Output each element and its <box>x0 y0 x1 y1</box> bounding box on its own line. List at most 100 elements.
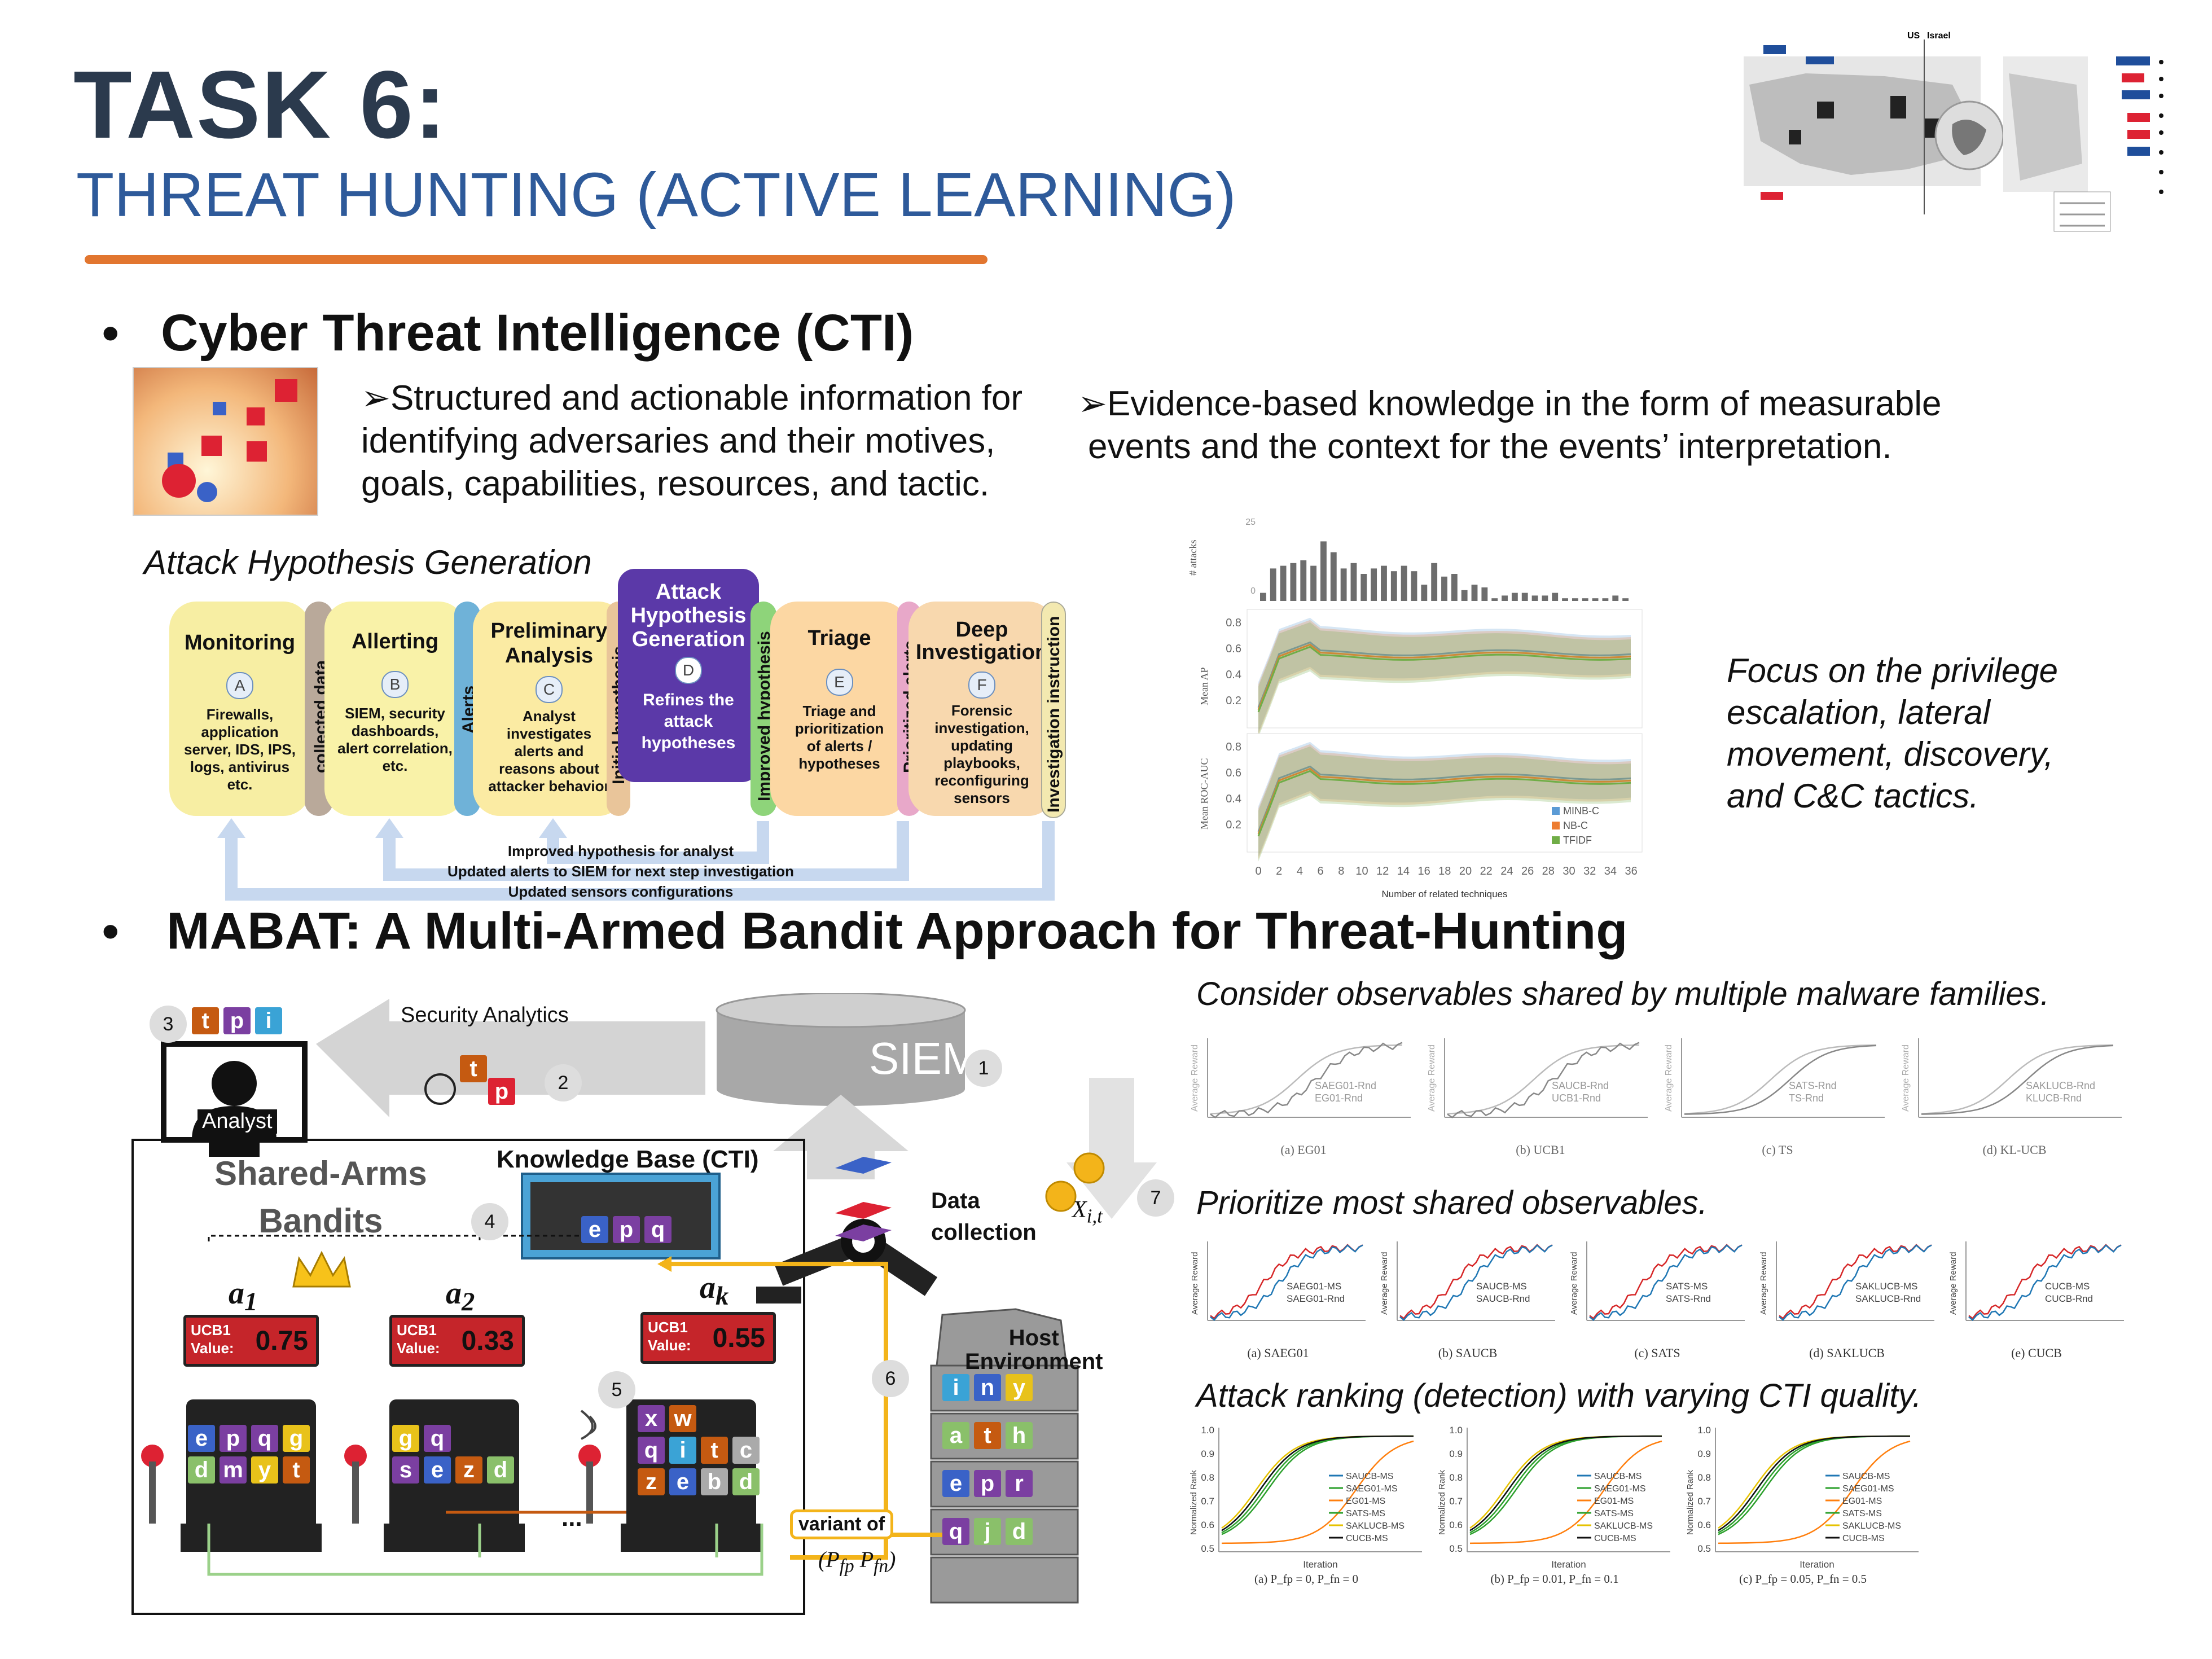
ap-chart-band <box>1258 620 1631 735</box>
attacks-bar <box>1390 571 1397 601</box>
focus-line-1: Focus on the privilege <box>1727 652 2058 690</box>
results-caption-1: Consider observables shared by multiple … <box>1196 976 2049 1012</box>
cti-point-1-line-2: identifying adversaries and their motive… <box>361 422 995 460</box>
attacks-bar <box>1441 576 1447 601</box>
observable-tile: i <box>669 1437 696 1464</box>
data-collection-line-1: Data <box>931 1188 980 1213</box>
row3-plot: 1.00.90.80.70.60.5SAUCB-MSSAEG01-MSEG01-… <box>1437 1425 1670 1586</box>
feedback-label-siem: Updated alerts to SIEM for next step inv… <box>447 863 794 880</box>
observable-tile: i <box>942 1374 969 1401</box>
stage-desc-line: dashboards, <box>351 722 439 739</box>
row2-legend: SAEG01-MS <box>1287 1281 1341 1292</box>
attacks-bar <box>1602 598 1609 601</box>
x-tick: 14 <box>1397 865 1410 877</box>
host-line-1: Host <box>1008 1326 1059 1350</box>
step-6-badge: 6 <box>872 1360 909 1397</box>
attacks-bar <box>1290 563 1297 601</box>
attacks-bar <box>1320 541 1327 601</box>
shared-arms-label: Shared-Arms Bandits <box>214 1150 427 1245</box>
shared-arms-line-2: Bandits <box>258 1202 383 1240</box>
stage-allerting-title: Allerting <box>351 630 439 653</box>
stage-letter-f: F <box>968 672 995 699</box>
observable-tile: p <box>613 1216 640 1243</box>
stage-preliminary-title: Preliminary Analysis <box>490 619 608 668</box>
row1-ylabel: Average Reward <box>1664 1044 1674 1112</box>
observable-tile: x <box>638 1405 665 1432</box>
row3-legend: SATS-MS <box>1842 1509 1882 1518</box>
row3-plot: 1.00.90.80.70.60.5SAUCB-MSSAEG01-MSEG01-… <box>1686 1425 1919 1586</box>
row1-legend: SATS-Rnd <box>1789 1080 1837 1091</box>
attacks-bar <box>1461 590 1468 601</box>
partners-map-image: US Israel <box>1738 23 2178 237</box>
row3-ytick: 1.0 <box>1697 1425 1711 1436</box>
x-label: Number of related techniques <box>1381 889 1507 899</box>
stage-deep-investigation: Deep Investigation F Forensic investigat… <box>908 602 1055 816</box>
observable-tile: a <box>942 1422 969 1449</box>
bullet-dot: • <box>102 305 120 362</box>
row2-ylabel: Average Reward <box>1380 1252 1389 1315</box>
x-tick: 36 <box>1625 865 1637 877</box>
stage-desc-line: reasons about <box>499 760 599 777</box>
row3-ytick: 0.6 <box>1697 1520 1711 1530</box>
auc-chart-ytick: 0.2 <box>1226 819 1241 831</box>
result-curve <box>1469 1435 1662 1531</box>
legend-swatch <box>1552 807 1560 815</box>
observable-tile: p <box>220 1425 247 1452</box>
observable-tile: j <box>974 1518 1001 1545</box>
auc-chart-line <box>1257 770 1631 837</box>
stage-desc-line: reconfiguring <box>934 772 1029 789</box>
row1-legend: UCB1-Rnd <box>1552 1092 1601 1104</box>
feedback-arrows <box>217 818 1055 901</box>
arms-ellipsis: ... <box>561 1504 582 1531</box>
stage-desc-line: prioritization <box>795 720 884 737</box>
legend-swatch <box>1552 822 1560 830</box>
focus-text: Focus on the privilege escalation, later… <box>1727 650 2058 817</box>
row2-legend: SAEG01-Rnd <box>1287 1293 1345 1304</box>
row2-caption: (a) SAEG01 <box>1247 1346 1309 1360</box>
attacks-bar <box>1270 568 1276 601</box>
row2-ylabel: Average Reward <box>1569 1252 1579 1315</box>
row2-legend: SAKLUCB-MS <box>1855 1281 1918 1292</box>
attacks-bar <box>1431 563 1438 601</box>
observable-tile: q <box>942 1518 969 1545</box>
attacks-bar <box>1481 587 1488 601</box>
stage-letter-c: C <box>536 676 563 703</box>
step-1-badge: 1 <box>965 1050 1002 1087</box>
row1-caption: (b) UCB1 <box>1516 1143 1565 1157</box>
x-tick: 20 <box>1459 865 1472 877</box>
x-it-symbol: X <box>1072 1197 1087 1223</box>
row3-legend: EG01-MS <box>1842 1496 1882 1506</box>
auc-chart-band <box>1258 741 1631 857</box>
stage-desc-line: alerts and <box>514 743 584 760</box>
row3-ytick: 0.7 <box>1449 1496 1463 1507</box>
arm-k-symbol: a <box>700 1270 716 1305</box>
row1-legend: KLUCB-Rnd <box>2026 1092 2082 1104</box>
auc-chart-band <box>1258 744 1631 859</box>
attacks-bar <box>1310 565 1317 601</box>
observable-tile: p <box>488 1078 515 1105</box>
stage-desc-line: attack <box>664 712 713 731</box>
stage-desc-line: attacker behavior <box>488 778 610 795</box>
legend-swatch <box>1552 836 1560 844</box>
observable-tile: i <box>255 1007 282 1034</box>
observable-tile: g <box>392 1425 419 1452</box>
stage-allerting: Allerting B SIEM, security dashboards, a… <box>324 602 466 816</box>
attack-pipeline: Monitoring A Firewalls, application serv… <box>164 564 1078 914</box>
cti-point-1-line-3: goals, capabilities, resources, and tact… <box>361 464 990 503</box>
row3-ytick: 0.8 <box>1201 1472 1214 1483</box>
row3-ytick: 0.9 <box>1449 1449 1463 1459</box>
observable-tile: e <box>942 1470 969 1497</box>
row1-legend: SAUCB-Rnd <box>1552 1080 1609 1091</box>
legend-label: NB-C <box>1563 820 1588 831</box>
arm-1-sub: 1 <box>244 1287 258 1317</box>
x-tick: 8 <box>1338 865 1344 877</box>
attacks-bar <box>1552 592 1559 601</box>
stage-desc-line: sensors <box>954 789 1010 806</box>
observable-tile: q <box>644 1216 672 1243</box>
step-3-badge: 3 <box>150 1006 187 1043</box>
arm-2-symbol: a <box>446 1276 462 1311</box>
result-curve <box>1399 1244 1553 1321</box>
ucb-value-arm-2: 0.33 <box>461 1326 514 1356</box>
